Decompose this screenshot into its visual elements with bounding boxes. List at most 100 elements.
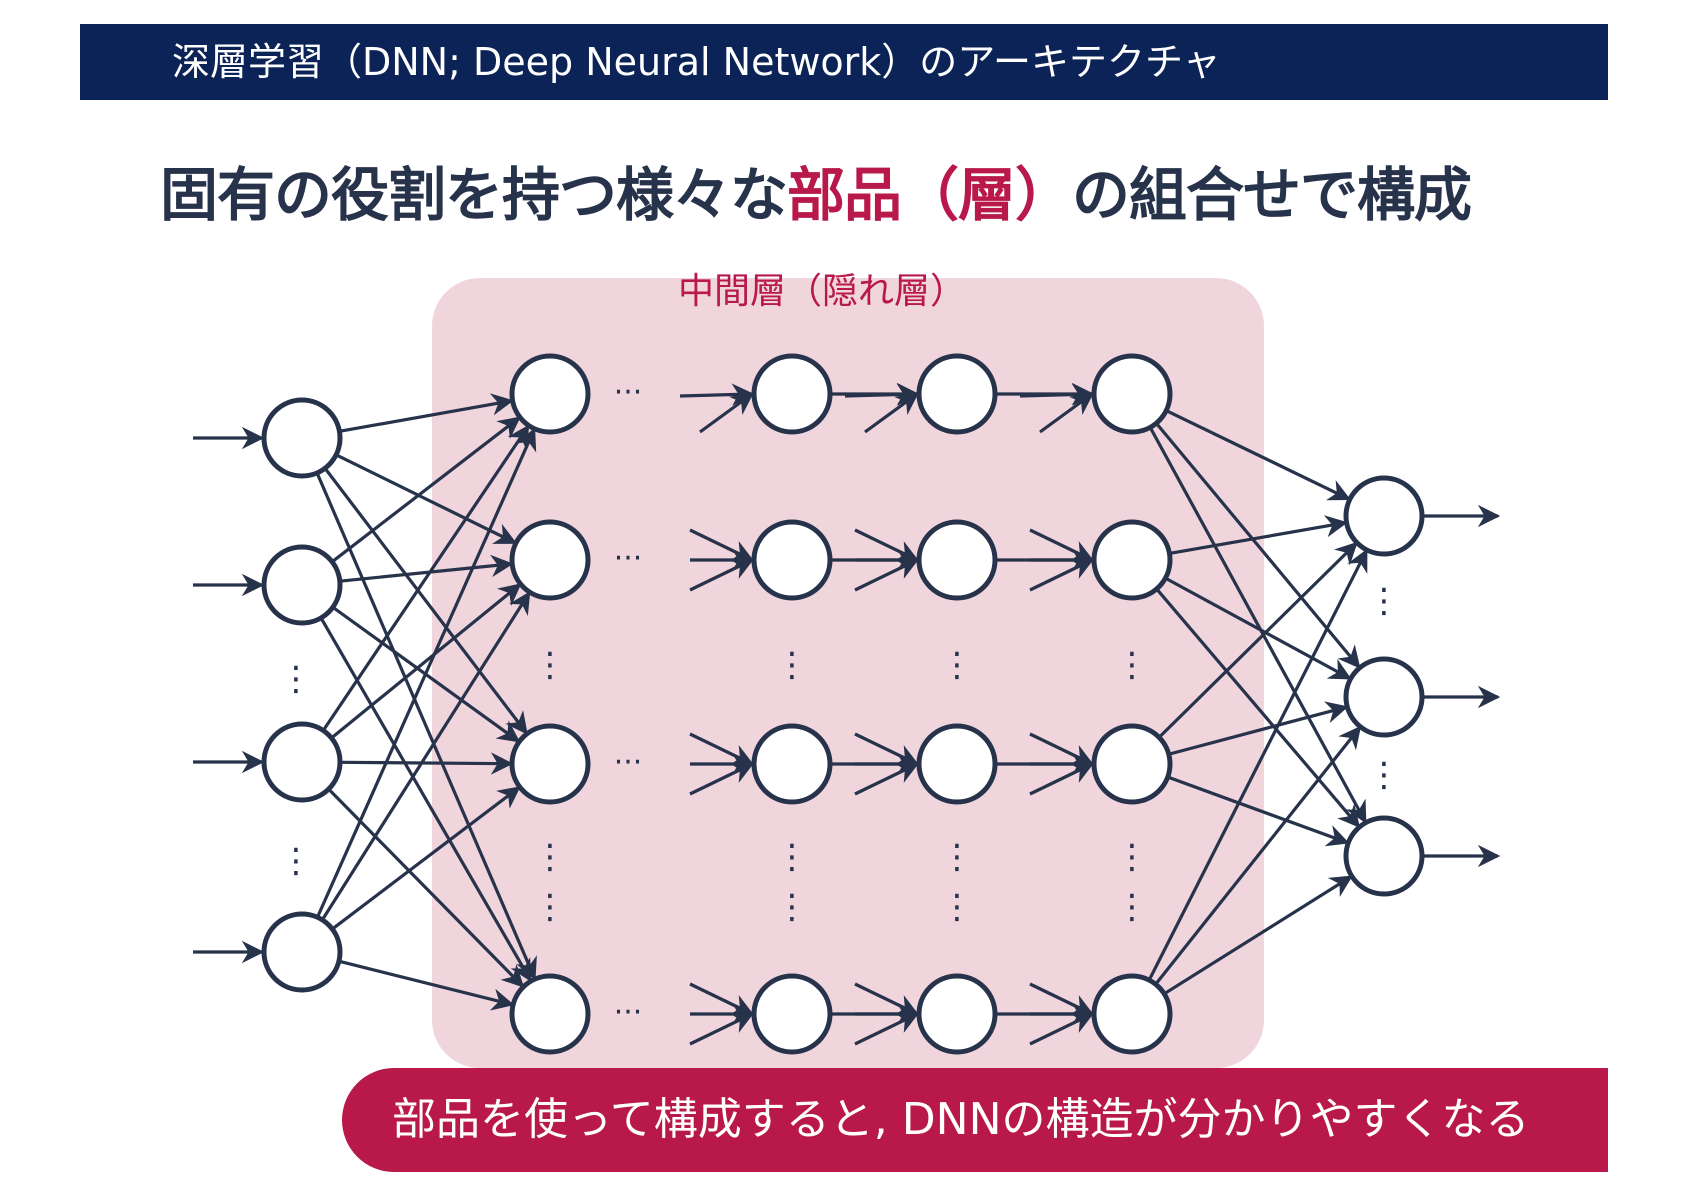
connection-arrow [1165,409,1351,501]
vertical-ellipsis: ⋮ [1115,837,1149,877]
horizontal-ellipsis: ··· [614,745,643,780]
connection-arrow [331,416,521,564]
connection-arrow [1167,775,1350,847]
connection-arrow [689,558,755,592]
vertical-ellipsis: ⋮ [775,837,809,877]
neuron [509,973,591,1055]
connection-arrow [679,383,755,406]
connection-arrow [689,528,755,562]
connection-arrow [689,732,755,766]
connection-arrow [1148,426,1367,824]
vertical-ellipsis: ⋮ [940,837,974,877]
vertical-ellipsis: ⋮ [940,887,974,927]
connection-arrow [854,1012,920,1046]
connection-arrow [854,762,920,796]
vertical-ellipsis: ⋮ [1115,887,1149,927]
neuron [916,353,998,435]
neuron [1343,815,1425,897]
vertical-ellipsis: ⋮ [533,645,567,685]
footer-bar: 部品を使って構成すると, DNNの構造が分かりやすくなる [342,1068,1608,1172]
connection-arrow [689,1012,755,1046]
vertical-ellipsis: ⋮ [940,645,974,685]
connection-arrow [339,393,514,433]
vertical-ellipsis: ⋮ [279,841,313,881]
connection-arrow [321,424,530,732]
neuron [261,397,343,479]
neuron [1343,475,1425,557]
vertical-ellipsis: ⋮ [1115,645,1149,685]
connection-arrow [1155,422,1361,669]
neuron [509,353,591,435]
horizontal-ellipsis: ··· [614,375,643,410]
connection-arrow [1039,392,1094,434]
footer-text: 部品を使って構成すると, DNNの構造が分かりやすくなる [392,1094,1530,1145]
neuron [1091,973,1173,1055]
neuron [751,973,833,1055]
headline-after: の組合せで構成 [1072,161,1472,229]
connection-arrow [864,392,919,434]
vertical-ellipsis: ⋮ [775,645,809,685]
neurons [261,353,1425,1055]
connection-arrow [689,982,755,1016]
header-title: 深層学習（DNN; Deep Neural Network）のアーキテクチャ [172,40,1221,84]
connection-arrow [1029,982,1095,1016]
connection-arrow [854,528,920,562]
connection-arrow [323,467,528,735]
headline: 固有の役割を持つ様々な部品（層）の組合せで構成 [160,148,1472,232]
connection-arrow [330,583,522,740]
vertical-ellipsis: ⋮ [1367,755,1401,795]
connection-arrow [315,472,537,981]
horizontal-ellipsis: ··· [614,541,643,576]
neuron [751,353,833,435]
headline-highlight: 部品（層） [787,161,1073,229]
connection-arrow [854,982,920,1016]
neuron [261,721,343,803]
connection-arrow [320,591,531,921]
header-bar: 深層学習（DNN; Deep Neural Network）のアーキテクチャ [80,24,1608,100]
horizontal-ellipsis: ··· [614,995,643,1030]
neuron [261,911,343,993]
connection-arrow [1029,1012,1095,1046]
connection-arrow [338,959,515,1011]
connection-arrow [854,558,920,592]
vertical-ellipsis: ⋮ [533,837,567,877]
connection-arrow [1147,548,1368,981]
connection-arrow [335,453,518,545]
neuron [1091,353,1173,435]
connection-lines [193,382,1501,1046]
neuron [261,544,343,626]
connection-arrow [689,762,755,796]
connection-arrow [339,554,514,583]
connection-arrow [1169,515,1348,556]
connection-arrow [315,427,537,918]
vertical-ellipsis: ⋮ [533,887,567,927]
connection-arrow [319,617,532,983]
neuron [1091,723,1173,805]
neuron [916,973,998,1055]
neuron [916,519,998,601]
connection-arrow [1157,541,1358,739]
vertical-ellipsis: ⋮ [279,659,313,699]
connection-arrow [1154,725,1362,986]
connection-arrow [1029,528,1095,562]
connection-arrow [1029,558,1095,592]
connection-arrow [1164,576,1352,680]
neuron [751,723,833,805]
connection-arrow [327,787,525,988]
vertical-ellipsis: ⋮ [775,887,809,927]
connection-arrow [1155,587,1361,829]
hidden-layer-label: 中間層（隠れ層） [678,271,967,312]
connection-arrow [339,752,514,775]
connection-arrow [1163,875,1353,996]
connection-arrow [699,392,754,434]
neuron [509,519,591,601]
neuron [916,723,998,805]
neuron [1091,519,1173,601]
neuron [751,519,833,601]
connection-arrow [854,732,920,766]
vertical-ellipsis: ⋮ [1367,581,1401,621]
connection-arrow [1168,701,1349,756]
headline-before: 固有の役割を持つ様々な [160,161,788,229]
ellipsis-marks: ··· ··· ··· ··· ⋮ ⋮ ⋮ ⋮ ⋮ ⋮ ⋮ ⋮ ⋮ ⋮ ⋮ ⋮ ⋮ ⋮ ⋮ ⋮ [279,375,1401,1030]
